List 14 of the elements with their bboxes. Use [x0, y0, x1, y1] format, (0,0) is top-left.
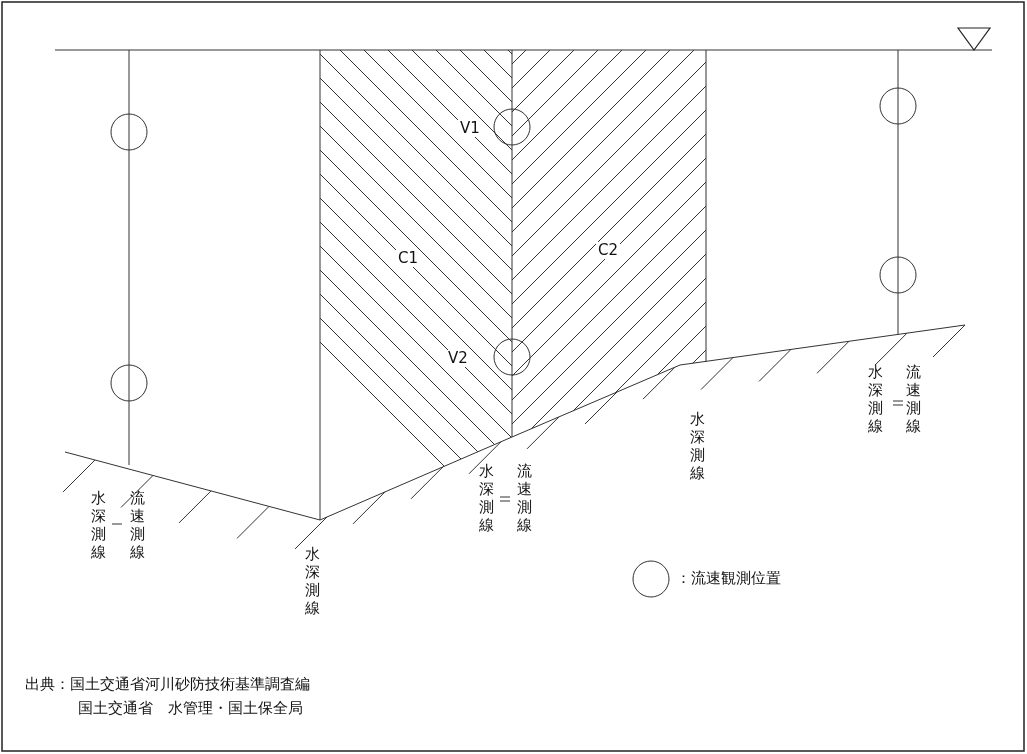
line-label: 水深測線	[305, 545, 321, 617]
line-label: 水深測線	[868, 363, 884, 435]
line-label: 水深測線	[690, 410, 706, 482]
line-label: 流速測線	[130, 489, 146, 561]
legend-text: ：流速観測位置	[676, 570, 781, 587]
line-label: 水深測線	[91, 489, 107, 561]
point-label: V2	[446, 350, 470, 367]
line-label: 流速測線	[906, 363, 922, 435]
source-note: 国土交通省 水管理・国土保全局	[78, 700, 303, 717]
source-note: 出典：国土交通省河川砂防技術基準調査編	[25, 676, 310, 693]
line-label: 水深測線	[479, 462, 495, 534]
point-label: V1	[458, 120, 482, 137]
section-label: C2	[596, 242, 621, 259]
line-label: 流速測線	[517, 462, 533, 534]
